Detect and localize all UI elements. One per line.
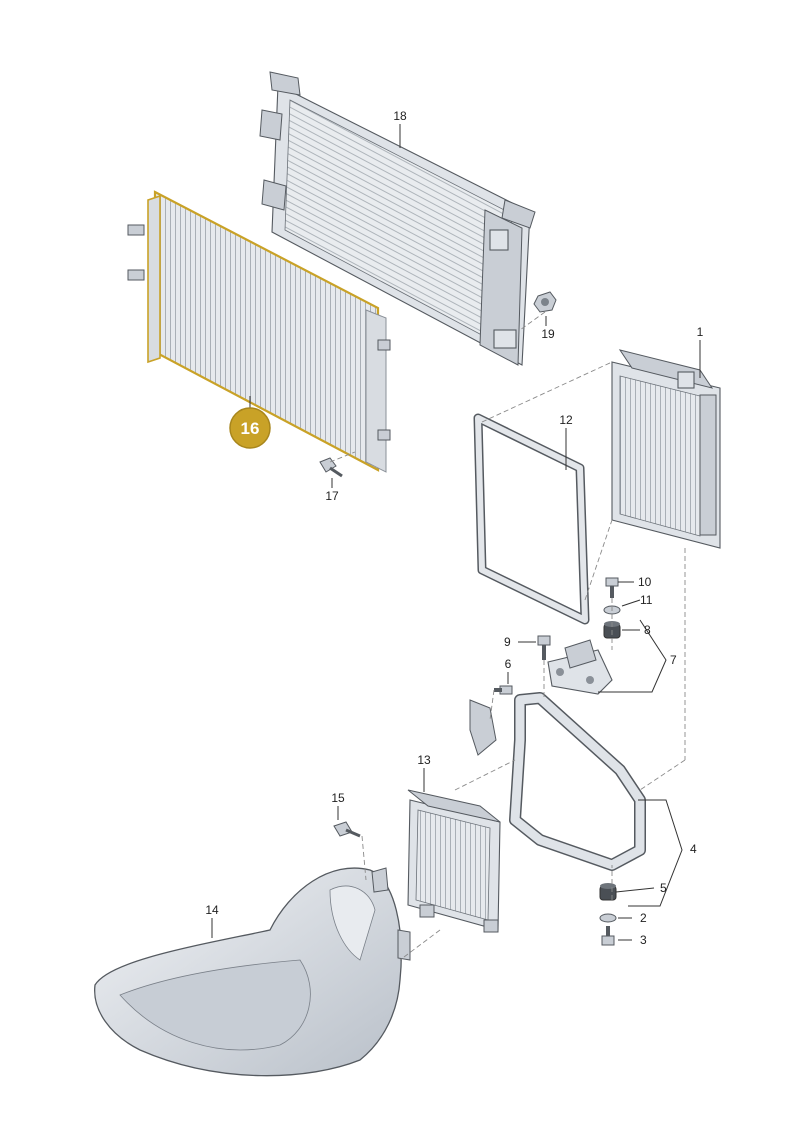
carrier-frame-4 — [469, 692, 646, 871]
bolt-17 — [319, 457, 343, 478]
callout-11: 11 — [640, 593, 653, 607]
callout-19: 19 — [541, 327, 555, 341]
callout-1: 1 — [697, 325, 704, 339]
callout-18: 18 — [393, 109, 407, 123]
callout-4: 4 — [690, 842, 697, 856]
radiator-main — [259, 71, 536, 366]
aux-radiator — [611, 349, 721, 549]
washer-2 — [599, 913, 617, 923]
condenser-highlighted — [127, 190, 391, 473]
grommet-5 — [599, 883, 617, 901]
bolt-9 — [537, 635, 551, 660]
callout-6: 6 — [505, 657, 512, 671]
callout-5: 5 — [660, 881, 667, 895]
badge-circle — [229, 407, 271, 449]
callout-17: 17 — [325, 489, 339, 503]
callout-16: 16 — [241, 419, 260, 438]
callout-2: 2 — [640, 911, 647, 925]
callout-labels: 1 2 3 4 5 6 7 8 9 10 11 12 13 14 15 17 1… — [205, 109, 703, 947]
leader-lines — [211, 124, 701, 941]
callout-16-badge: 16 — [229, 407, 271, 449]
callout-7: 7 — [670, 653, 677, 667]
nut-19 — [533, 291, 557, 313]
bolt-6 — [494, 685, 513, 695]
screw-15 — [333, 821, 361, 838]
additional-cooler — [407, 789, 501, 933]
callout-9: 9 — [504, 635, 511, 649]
callout-10: 10 — [638, 575, 652, 589]
callout-8: 8 — [644, 623, 651, 637]
callout-3: 3 — [640, 933, 647, 947]
callout-13: 13 — [417, 753, 431, 767]
bolt-3 — [601, 926, 615, 946]
assembly-lines — [329, 311, 686, 961]
callout-14: 14 — [205, 903, 219, 917]
seal-frame — [473, 413, 590, 625]
callout-15: 15 — [331, 791, 345, 805]
air-duct-shield — [94, 867, 411, 1077]
callout-12: 12 — [559, 413, 573, 427]
bolt-10 — [605, 577, 619, 598]
bracket-7 — [547, 639, 613, 695]
